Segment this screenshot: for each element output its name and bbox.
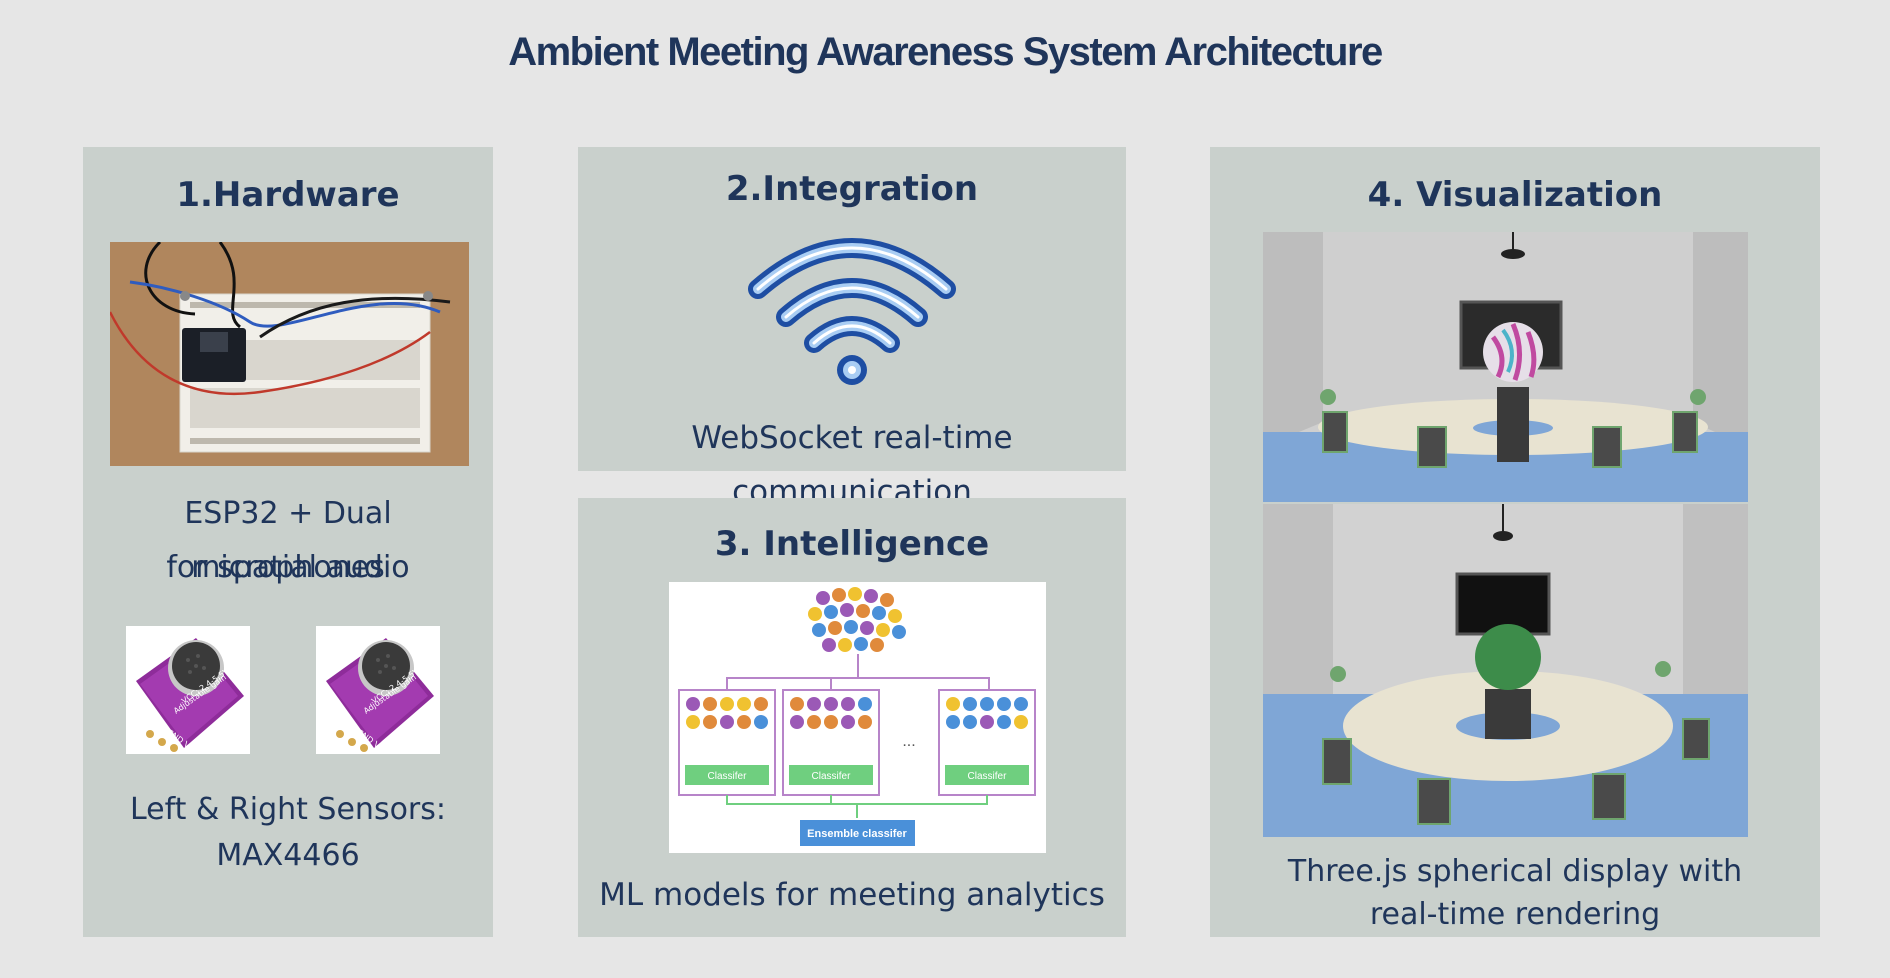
integration-title: 2.Integration: [725, 169, 979, 209]
ellipsis: ...: [902, 733, 915, 750]
ensemble-diagram: ... Classifer Classifer Classifer Ensemb…: [669, 582, 1046, 853]
integration-panel: 2.Integration WebSocket real-time commun…: [578, 147, 1126, 510]
intelligence-title: 3. Intelligence: [714, 524, 990, 564]
visualization-title: 4. Visualization: [1367, 175, 1663, 215]
classifier-label-1: Classifer: [708, 771, 748, 782]
sensor-desc-line1: Left & Right Sensors:: [129, 792, 446, 827]
right-microphone-sensor: VCC: 2.4-5.5V Adjustable gain OUT GND VC…: [316, 626, 440, 754]
ensemble-label: Ensemble classifer: [807, 828, 907, 840]
classifier-label-3: Classifer: [968, 771, 1008, 782]
classifier-label-2: Classifer: [812, 771, 852, 782]
meeting-room-render-bottom: [1263, 504, 1748, 837]
visualization-panel: 4. Visualization: [1210, 147, 1820, 937]
page-title: Ambient Meeting Awareness System Archite…: [508, 30, 1383, 74]
hardware-desc-line2: for spatial audio: [166, 550, 410, 585]
meeting-room-render-top: [1263, 232, 1748, 502]
hardware-panel: 1.Hardware ESP32 + Dual microphones for …: [83, 147, 493, 937]
sensor-desc-line2: MAX4466: [216, 838, 360, 873]
hardware-desc-line1: ESP32 + Dual microphones: [184, 496, 392, 585]
wifi-icon: [748, 237, 956, 387]
left-microphone-sensor: VCC: 2.4-5.5V Adjustable gain OUT GND VC…: [126, 626, 250, 754]
visualization-desc-line2: real-time rendering: [1369, 897, 1661, 932]
intelligence-panel: 3. Intelligence: [578, 498, 1126, 937]
hardware-title: 1.Hardware: [176, 175, 400, 215]
breadboard-photo: [110, 242, 469, 466]
visualization-desc-line1: Three.js spherical display with: [1287, 854, 1743, 889]
intelligence-desc: ML models for meeting analytics: [599, 877, 1105, 913]
